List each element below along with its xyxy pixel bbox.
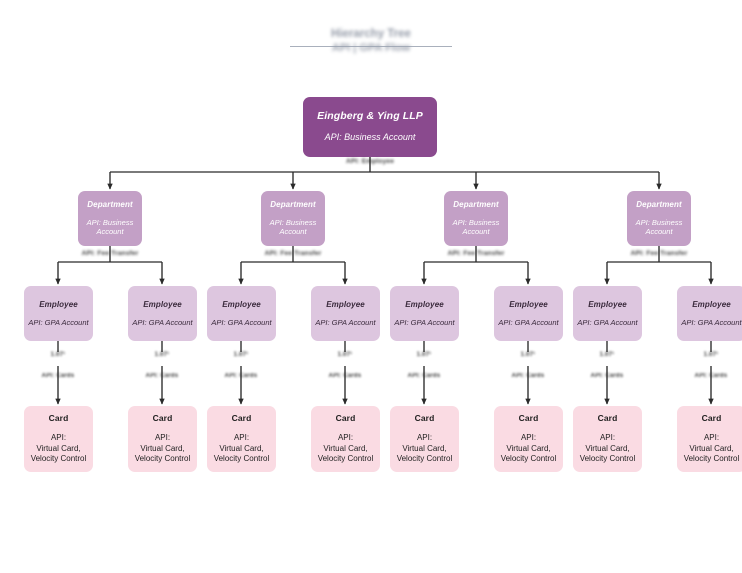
node-card-title: Card (335, 412, 356, 423)
diagram-title-sub: API | GPA Flow (331, 42, 411, 54)
node-card-title: Card (152, 412, 173, 423)
node-employee-title: Employee (143, 299, 182, 309)
edge-label-employee-to-card-lower-4: API: Cards (328, 373, 362, 379)
node-card-subtitle: API: Virtual Card, Velocity Control (213, 432, 270, 464)
edge-label-employee-to-card-lower-5: API: Cards (407, 373, 441, 379)
edge-label-root-to-department: API: Employee (345, 158, 395, 165)
node-department-title: Department (453, 200, 499, 210)
node-employee-title: Employee (588, 299, 627, 309)
diagram-title: Hierarchy Tree API | GPA Flow (296, 28, 446, 54)
root-title: Eingberg & Ying LLP (317, 110, 423, 123)
edge-label-employee-to-card-upper-3: 1.07¹ (233, 352, 249, 358)
root-subtitle: API: Business Account (324, 132, 416, 143)
edge-label-employee-to-card-lower-6: API: Cards (511, 373, 545, 379)
node-department-title: Department (270, 200, 316, 210)
node-employee-subtitle: API: GPA Account (681, 317, 742, 327)
title-divider (290, 46, 452, 47)
edge-label-employee-to-card-upper-5: 1.07¹ (416, 352, 432, 358)
edge-label-department-to-employee-1: API: Fee Transfer (81, 250, 139, 257)
edge-label-employee-to-card-upper-8: 1.07¹ (703, 352, 719, 358)
node-department-subtitle: API: Business Account (635, 217, 683, 237)
node-employee-subtitle: API: GPA Account (577, 317, 638, 327)
node-card-title: Card (597, 412, 618, 423)
node-employee-subtitle: API: GPA Account (211, 317, 272, 327)
edge-label-employee-to-card-upper-4: 1.07¹ (337, 352, 353, 358)
node-employee-title: Employee (692, 299, 731, 309)
edge-label-employee-to-card-lower-7: API: Cards (590, 373, 624, 379)
node-employee-subtitle: API: GPA Account (498, 317, 559, 327)
edge-label-department-to-employee-2: API: Fee Transfer (264, 250, 322, 257)
node-card-subtitle: API: Virtual Card, Velocity Control (683, 432, 740, 464)
node-employee-subtitle: API: GPA Account (315, 317, 376, 327)
node-card-subtitle: API: Virtual Card, Velocity Control (30, 432, 87, 464)
edge-label-employee-to-card-upper-7: 1.07¹ (599, 352, 615, 358)
node-employee-subtitle: API: GPA Account (132, 317, 193, 327)
diagram-title-main: Hierarchy Tree (331, 28, 411, 40)
edge-label-employee-to-card-upper-6: 1.07¹ (520, 352, 536, 358)
node-card-title: Card (414, 412, 435, 423)
node-card-subtitle: API: Virtual Card, Velocity Control (579, 432, 636, 464)
node-department-title: Department (636, 200, 682, 210)
node-department-subtitle: API: Business Account (86, 217, 134, 237)
node-employee-title: Employee (39, 299, 78, 309)
node-card-title: Card (701, 412, 722, 423)
node-card-title: Card (518, 412, 539, 423)
node-employee-title: Employee (326, 299, 365, 309)
edge-label-employee-to-card-lower-2: API: Cards (145, 373, 179, 379)
node-card-subtitle: API: Virtual Card, Velocity Control (134, 432, 191, 464)
edge-label-employee-to-card-upper-2: 1.07¹ (154, 352, 170, 358)
edge-label-employee-to-card-lower-8: API: Cards (694, 373, 728, 379)
node-card-title: Card (48, 412, 69, 423)
node-card-title: Card (231, 412, 252, 423)
node-root-organization[interactable]: Eingberg & Ying LLP API: Business Accoun… (303, 97, 437, 157)
node-card-subtitle: API: Virtual Card, Velocity Control (500, 432, 557, 464)
node-department-subtitle: API: Business Account (452, 217, 500, 237)
edge-label-employee-to-card-lower-3: API: Cards (224, 373, 258, 379)
node-department-title: Department (87, 200, 133, 210)
node-employee-subtitle: API: GPA Account (394, 317, 455, 327)
node-card-subtitle: API: Virtual Card, Velocity Control (317, 432, 374, 464)
node-card-subtitle: API: Virtual Card, Velocity Control (396, 432, 453, 464)
node-employee-title: Employee (405, 299, 444, 309)
center-label-employee: Employee (357, 231, 393, 240)
edge-label-department-to-employee-4: API: Fee Transfer (630, 250, 688, 257)
node-employee-title: Employee (222, 299, 261, 309)
edge-label-employee-to-card-lower-1: API: Cards (41, 373, 75, 379)
edge-label-employee-to-card-upper-1: 1.07¹ (50, 352, 66, 358)
node-employee-subtitle: API: GPA Account (28, 317, 89, 327)
node-department-subtitle: API: Business Account (269, 217, 317, 237)
node-employee-title: Employee (509, 299, 548, 309)
edge-label-department-to-employee-3: API: Fee Transfer (447, 250, 505, 257)
